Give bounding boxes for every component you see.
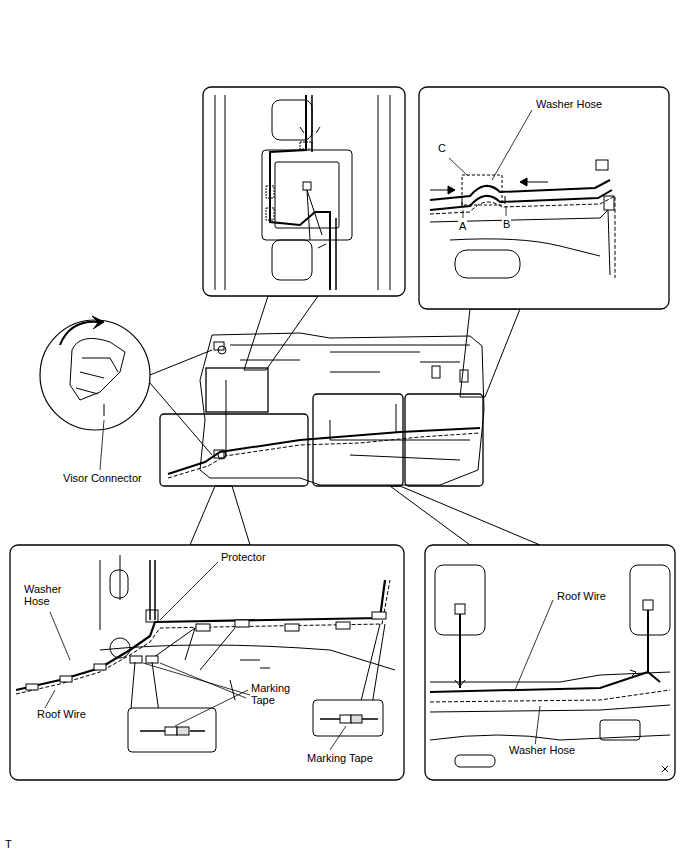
part-label: Washer Hose [23, 583, 67, 607]
callout-letter: A [458, 220, 467, 232]
callout-letter: C [437, 142, 447, 154]
part-label: Washer Hose [535, 98, 603, 110]
part-label: Washer Hose [508, 744, 576, 756]
part-label: Protector [220, 551, 267, 563]
part-label: Roof Wire [556, 590, 607, 602]
part-label: Roof Wire [36, 708, 87, 720]
page-mark: T [4, 838, 13, 850]
part-label: Visor Connector [62, 472, 143, 484]
part-label: Marking Tape [250, 682, 298, 706]
part-label: Marking Tape [306, 752, 374, 764]
callout-letter: B [502, 218, 511, 230]
